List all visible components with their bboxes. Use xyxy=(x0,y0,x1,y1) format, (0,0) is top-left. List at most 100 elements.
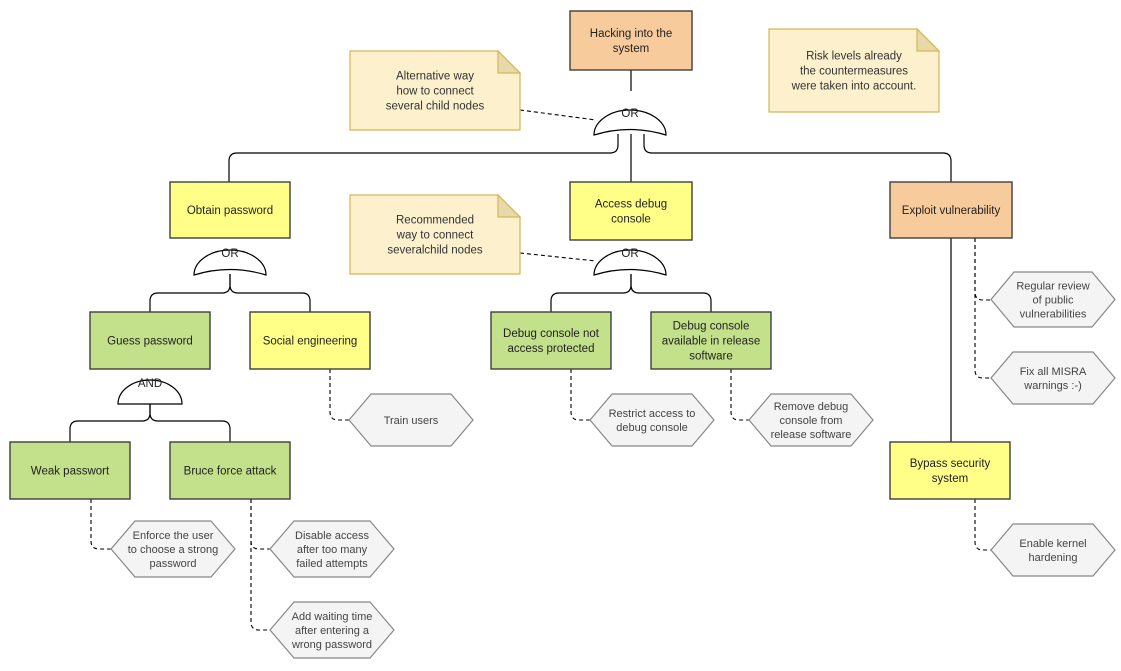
edge-bruteforce-to-cm-disable xyxy=(250,499,270,550)
gate-dbg[interactable]: OR xyxy=(593,248,667,276)
countermeasure-hexagon xyxy=(589,393,715,447)
gate-label: OR xyxy=(221,248,238,260)
edge-exploit-to-cm-review xyxy=(974,238,991,301)
cm-train[interactable]: Train users xyxy=(348,393,474,447)
countermeasure-hexagon xyxy=(110,520,236,578)
node-exploit[interactable]: Exploit vulnerability xyxy=(889,181,1013,239)
shape-label: Exploit vulnerability xyxy=(902,205,1001,217)
node-box xyxy=(249,311,371,370)
gate-guess[interactable]: AND xyxy=(117,378,183,405)
edge-gate-root-to-exploit xyxy=(643,134,952,182)
note-fold-corner xyxy=(497,49,522,74)
edge-exploit-to-cm-misra xyxy=(974,238,991,379)
edge-gate-guess-to-bruteforce xyxy=(149,402,231,442)
edge-note-rec-to-gate-dbg xyxy=(519,252,597,262)
edge-dbgnotprot-to-cm-restrict xyxy=(570,369,590,421)
node-box xyxy=(89,311,211,370)
countermeasure-hexagon xyxy=(348,393,474,447)
node-box xyxy=(569,181,693,241)
shape-label: Train users xyxy=(384,415,439,427)
or-gate-shape xyxy=(193,249,267,276)
edge-dbgrelease-to-cm-removedbg xyxy=(730,369,749,421)
note-body xyxy=(349,50,521,131)
node-social[interactable]: Social engineering xyxy=(249,311,371,370)
edge-gate-obtain-to-social xyxy=(229,274,311,312)
shape-label: Guess password xyxy=(107,336,193,348)
node-obtain[interactable]: Obtain password xyxy=(169,181,291,239)
note-fold-corner xyxy=(497,193,522,218)
edge-layer xyxy=(69,70,991,631)
edge-gate-root-to-obtain xyxy=(228,134,619,182)
node-guess[interactable]: Guess password xyxy=(89,311,211,370)
edge-weakpw-to-cm-enforce xyxy=(90,499,111,550)
note-fold-corner xyxy=(916,27,941,52)
edge-gate-guess-to-weakpw xyxy=(69,402,151,442)
countermeasure-hexagon xyxy=(990,523,1116,577)
gate-label: OR xyxy=(621,108,638,120)
countermeasure-hexagon xyxy=(990,351,1116,405)
shape-label: Weak passwort xyxy=(31,466,110,478)
countermeasure-hexagon xyxy=(269,601,395,659)
shape-label: Bruce force attack xyxy=(184,466,277,478)
node-box xyxy=(889,441,1011,500)
countermeasure-hexagon xyxy=(748,393,874,447)
edge-bruteforce-to-cm-waiting xyxy=(250,499,270,631)
countermeasure-hexagon xyxy=(269,520,395,578)
shape-label: Obtain password xyxy=(187,205,273,217)
gate-root[interactable]: OR xyxy=(593,108,667,136)
node-box xyxy=(169,441,291,500)
edge-gate-dbg-to-dbgnotprot xyxy=(550,274,632,312)
shape-label: Social engineering xyxy=(263,336,358,348)
gate-layer: OR OR OR AND xyxy=(117,108,667,405)
node-box xyxy=(889,181,1013,239)
countermeasure-hexagon xyxy=(990,271,1116,328)
or-gate-shape xyxy=(593,109,667,136)
node-box xyxy=(490,311,612,370)
gate-label: AND xyxy=(138,378,162,390)
node-bruteforce[interactable]: Bruce force attack xyxy=(169,441,291,500)
node-weakpw[interactable]: Weak passwort xyxy=(9,441,131,500)
gate-obtain[interactable]: OR xyxy=(193,248,267,276)
edge-note-alt-to-gate-root xyxy=(519,109,597,121)
node-box xyxy=(650,311,772,370)
edge-bypass-to-cm-kernel xyxy=(974,499,991,551)
node-box xyxy=(169,181,291,239)
note-body xyxy=(768,28,940,113)
edge-gate-obtain-to-guess xyxy=(149,274,231,312)
